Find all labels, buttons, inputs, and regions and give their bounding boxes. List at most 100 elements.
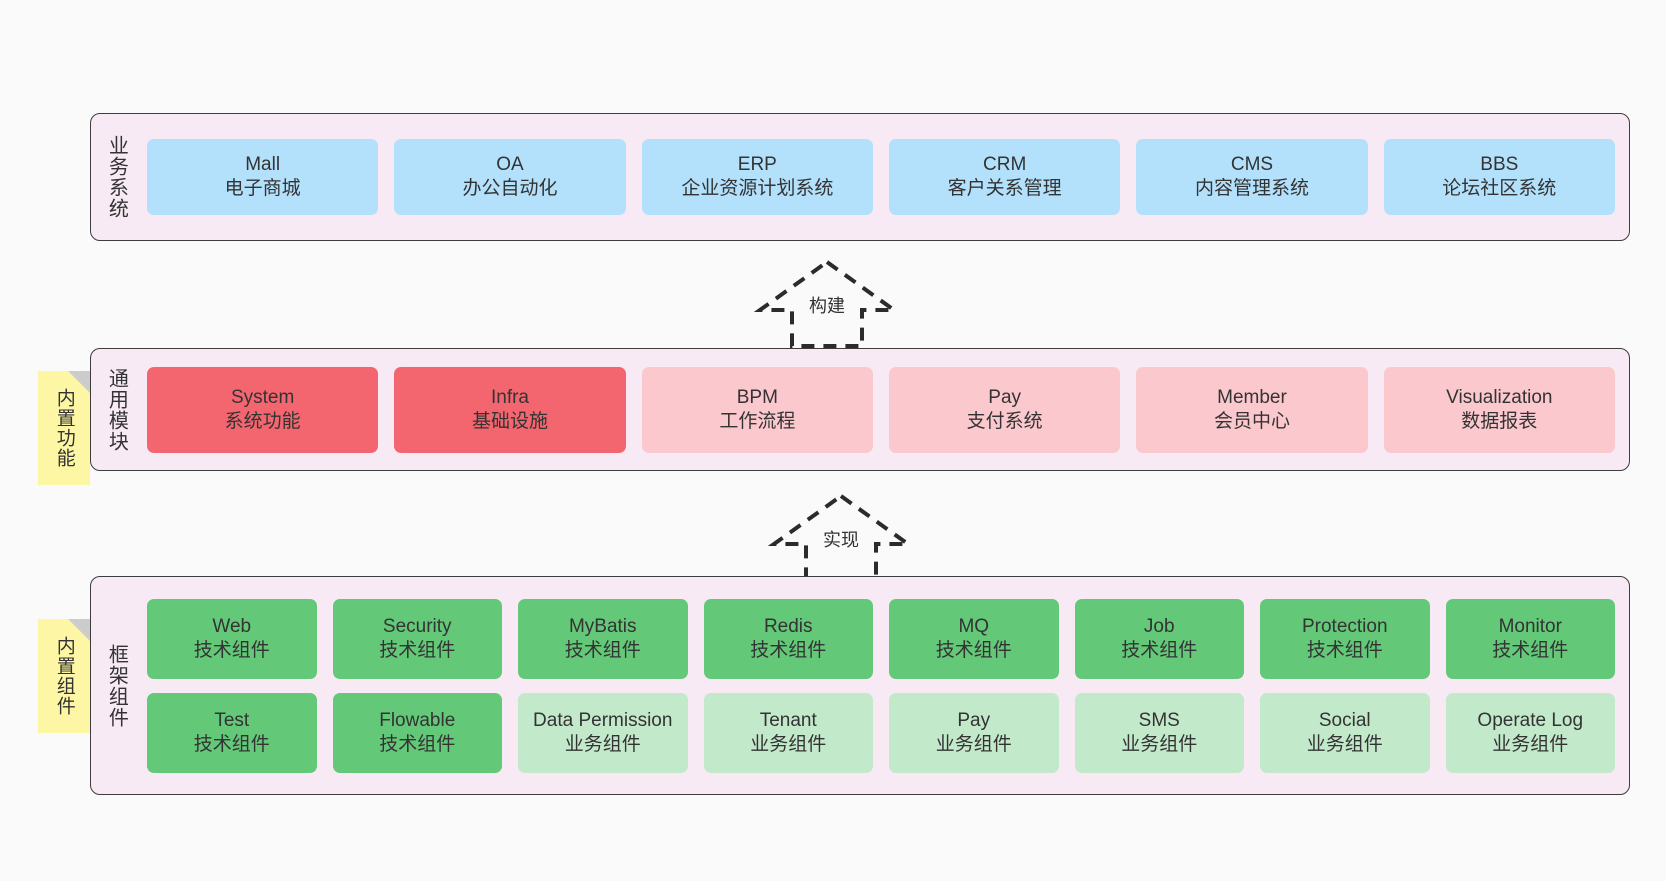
node-title: MQ bbox=[958, 615, 990, 637]
node-subtitle: 技术组件 bbox=[379, 639, 456, 661]
layer-title-business-system: 业务系统 bbox=[105, 135, 128, 219]
node-subtitle: 数据报表 bbox=[1461, 410, 1538, 432]
node-title: Test bbox=[214, 709, 250, 731]
node-tenant[interactable]: Tenant 业务组件 bbox=[703, 692, 873, 773]
node-subtitle: 技术组件 bbox=[1306, 639, 1383, 661]
node-subtitle: 业务组件 bbox=[1121, 733, 1198, 755]
node-subtitle: 业务组件 bbox=[1492, 733, 1569, 755]
node-subtitle: 技术组件 bbox=[1492, 639, 1569, 661]
node-row: Test 技术组件 Flowable 技术组件 Data Permission … bbox=[147, 692, 1615, 773]
node-data-permission[interactable]: Data Permission 业务组件 bbox=[518, 692, 688, 773]
node-subtitle: 论坛社区系统 bbox=[1442, 178, 1557, 199]
node-subtitle: 会员中心 bbox=[1213, 410, 1290, 432]
node-oa[interactable]: OA 办公自动化 bbox=[394, 139, 626, 215]
node-operate-log[interactable]: Operate Log 业务组件 bbox=[1445, 692, 1615, 773]
node-test[interactable]: Test 技术组件 bbox=[147, 692, 317, 773]
node-web[interactable]: Web 技术组件 bbox=[147, 598, 317, 679]
node-subtitle: 内容管理系统 bbox=[1194, 178, 1309, 199]
layer-common-module: 通用模块 System 系统功能 Infra 基础设施 BPM 工作流程 Pay… bbox=[90, 348, 1630, 471]
generalization-arrow-icon bbox=[753, 259, 901, 348]
note-builtin-component: 内置组件 bbox=[38, 619, 90, 733]
node-redis[interactable]: Redis 技术组件 bbox=[703, 598, 873, 679]
node-subtitle: 技术组件 bbox=[1121, 639, 1198, 661]
note-fold-corner-icon bbox=[68, 619, 90, 641]
node-title: Mall bbox=[245, 154, 281, 176]
node-cms[interactable]: CMS 内容管理系统 bbox=[1136, 139, 1368, 215]
node-crm[interactable]: CRM 客户关系管理 bbox=[888, 139, 1121, 215]
layer-title-common-module: 通用模块 bbox=[105, 367, 128, 452]
node-title: Infra bbox=[490, 386, 529, 408]
node-subtitle: 电子商城 bbox=[224, 178, 301, 199]
node-subtitle: 技术组件 bbox=[193, 639, 270, 661]
node-bbs[interactable]: BBS 论坛社区系统 bbox=[1383, 139, 1615, 215]
node-job[interactable]: Job 技术组件 bbox=[1074, 598, 1244, 679]
node-pay-business[interactable]: Pay 业务组件 bbox=[889, 692, 1059, 773]
layer-business-system: 业务系统 Mall 电子商城 OA 办公自动化 ERP 企业资源计划系统 CRM… bbox=[90, 113, 1630, 241]
node-member[interactable]: Member 会员中心 bbox=[1136, 366, 1368, 453]
node-title: Job bbox=[1143, 615, 1175, 637]
node-mq[interactable]: MQ 技术组件 bbox=[889, 598, 1059, 679]
node-subtitle: 技术组件 bbox=[564, 639, 641, 661]
node-title: BBS bbox=[1480, 154, 1519, 176]
node-mall[interactable]: Mall 电子商城 bbox=[147, 139, 379, 215]
node-mybatis[interactable]: MyBatis 技术组件 bbox=[518, 598, 688, 679]
node-title: CMS bbox=[1230, 154, 1274, 176]
node-subtitle: 工作流程 bbox=[719, 410, 796, 432]
node-title: CRM bbox=[983, 154, 1027, 176]
connector-implement-label: 实现 bbox=[823, 530, 859, 550]
node-title: Tenant bbox=[759, 709, 817, 731]
node-subtitle: 业务组件 bbox=[1306, 733, 1383, 755]
node-flowable[interactable]: Flowable 技术组件 bbox=[332, 692, 502, 773]
node-row: System 系统功能 Infra 基础设施 BPM 工作流程 Pay 支付系统… bbox=[147, 366, 1615, 453]
node-subtitle: 业务组件 bbox=[750, 733, 827, 755]
node-title: Redis bbox=[763, 615, 813, 637]
node-sms[interactable]: SMS 业务组件 bbox=[1074, 692, 1244, 773]
node-subtitle: 支付系统 bbox=[966, 410, 1043, 432]
node-subtitle: 办公自动化 bbox=[462, 178, 558, 199]
node-title: Social bbox=[1318, 709, 1371, 731]
node-row: Mall 电子商城 OA 办公自动化 ERP 企业资源计划系统 CRM 客户关系… bbox=[147, 139, 1615, 215]
node-title: Pay bbox=[988, 386, 1022, 408]
node-title: System bbox=[230, 386, 295, 408]
node-title: MyBatis bbox=[568, 615, 637, 637]
node-security[interactable]: Security 技术组件 bbox=[332, 598, 502, 679]
note-label: 内置组件 bbox=[53, 636, 75, 716]
node-social[interactable]: Social 业务组件 bbox=[1260, 692, 1430, 773]
layer-body-framework-component: Web 技术组件 Security 技术组件 MyBatis 技术组件 Redi… bbox=[141, 577, 1629, 794]
node-title: Protection bbox=[1301, 615, 1388, 637]
node-erp[interactable]: ERP 企业资源计划系统 bbox=[641, 139, 873, 215]
node-system[interactable]: System 系统功能 bbox=[147, 366, 379, 453]
node-title: Web bbox=[212, 615, 252, 637]
node-visualization[interactable]: Visualization 数据报表 bbox=[1383, 366, 1615, 453]
node-title: Visualization bbox=[1446, 386, 1553, 408]
note-label: 内置功能 bbox=[53, 388, 75, 468]
node-title: Data Permission bbox=[533, 709, 673, 731]
node-pay[interactable]: Pay 支付系统 bbox=[888, 366, 1121, 453]
layer-body-business-system: Mall 电子商城 OA 办公自动化 ERP 企业资源计划系统 CRM 客户关系… bbox=[141, 114, 1629, 240]
node-subtitle: 技术组件 bbox=[750, 639, 827, 661]
layer-body-common-module: System 系统功能 Infra 基础设施 BPM 工作流程 Pay 支付系统… bbox=[141, 349, 1629, 470]
node-infra[interactable]: Infra 基础设施 bbox=[394, 366, 626, 453]
node-subtitle: 业务组件 bbox=[564, 733, 641, 755]
note-fold-corner-icon bbox=[68, 371, 90, 393]
layer-title-framework-component: 框架组件 bbox=[105, 643, 128, 728]
node-title: BPM bbox=[736, 386, 778, 408]
node-subtitle: 基础设施 bbox=[471, 410, 548, 432]
connector-implement: 实现 bbox=[766, 490, 916, 582]
node-title: Flowable bbox=[379, 709, 456, 731]
layer-framework-component: 框架组件 Web 技术组件 Security 技术组件 MyBatis 技术组件… bbox=[90, 576, 1630, 795]
node-monitor[interactable]: Monitor 技术组件 bbox=[1445, 598, 1615, 679]
node-title: Security bbox=[382, 615, 452, 637]
node-subtitle: 技术组件 bbox=[935, 639, 1012, 661]
connector-build-label: 构建 bbox=[809, 296, 845, 316]
node-protection[interactable]: Protection 技术组件 bbox=[1260, 598, 1430, 679]
node-title: Operate Log bbox=[1477, 709, 1584, 731]
node-subtitle: 企业资源计划系统 bbox=[681, 178, 834, 199]
node-title: Member bbox=[1217, 386, 1287, 408]
node-title: ERP bbox=[737, 154, 777, 176]
note-builtin-function: 内置功能 bbox=[38, 371, 90, 485]
node-subtitle: 业务组件 bbox=[935, 733, 1012, 755]
node-bpm[interactable]: BPM 工作流程 bbox=[641, 366, 873, 453]
connector-build: 构建 bbox=[752, 256, 902, 348]
